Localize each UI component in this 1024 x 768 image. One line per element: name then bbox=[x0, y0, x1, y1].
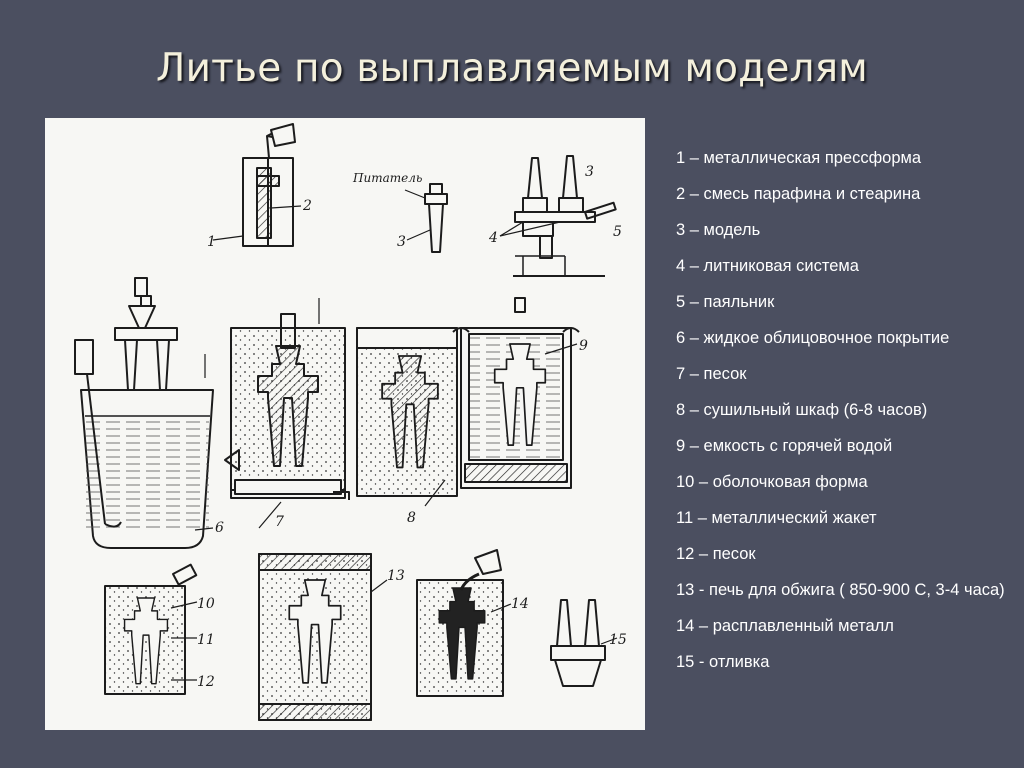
legend-item: 12 – песок bbox=[676, 545, 756, 563]
legend-item: 2 – смесь парафина и стеарина bbox=[676, 185, 921, 203]
callout-9: 9 bbox=[579, 338, 588, 354]
press-form-stage bbox=[212, 123, 302, 247]
callout-10: 10 bbox=[197, 596, 215, 612]
drying-cabinet-stage bbox=[356, 327, 458, 507]
legend-item: 1 – металлическая прессформа bbox=[676, 149, 922, 167]
callout-11: 11 bbox=[197, 632, 215, 648]
callout-7: 7 bbox=[275, 514, 284, 530]
sanding-stage bbox=[224, 298, 350, 529]
callout-1: 1 bbox=[207, 234, 216, 250]
legend-item: 10 – оболочковая форма bbox=[676, 473, 868, 491]
legend-item: 3 – модель bbox=[676, 221, 761, 239]
callout-8: 8 bbox=[407, 510, 416, 526]
legend-item: 6 – жидкое облицовочное покрытие bbox=[676, 329, 950, 347]
investment-casting-diagram: 1 2 3 Питатель 3 4 5 6 7 8 9 10 11 12 13… bbox=[45, 118, 645, 730]
legend-item: 8 – сушильный шкаф (6-8 часов) bbox=[676, 401, 928, 419]
legend-list: 1 – металлическая прессформа 2 – смесь п… bbox=[676, 147, 1006, 687]
callout-14: 14 bbox=[511, 596, 529, 612]
callout-5: 5 bbox=[613, 224, 622, 240]
firing-furnace-stage bbox=[258, 553, 388, 721]
slide-title: Литье по выплавляемым моделям bbox=[156, 46, 868, 91]
legend-item: 14 – расплавленный металл bbox=[676, 617, 894, 635]
diagram-svg: 1 2 3 Питатель 3 4 5 6 7 8 9 10 11 12 13… bbox=[74, 123, 627, 721]
callout-13: 13 bbox=[387, 568, 405, 584]
callout-3-model: 3 bbox=[397, 234, 406, 250]
finished-casting-stage bbox=[550, 599, 618, 687]
legend-item: 7 – песок bbox=[676, 365, 747, 383]
legend-item: 13 - печь для обжига ( 850-900 С, 3-4 ча… bbox=[676, 581, 1005, 599]
assembly-with-soldering-iron bbox=[499, 155, 617, 277]
legend-item: 4 – литниковая система bbox=[676, 257, 859, 275]
legend-item: 11 – металлический жакет bbox=[676, 509, 877, 527]
legend-item: 9 – емкость с горячей водой bbox=[676, 437, 893, 455]
callout-12: 12 bbox=[197, 674, 215, 690]
hot-water-stage bbox=[452, 297, 580, 489]
wax-model-with-feeder bbox=[404, 183, 448, 253]
callout-4: 4 bbox=[488, 230, 498, 246]
legend-item: 15 - отливка bbox=[676, 653, 770, 671]
callout-feeder: Питатель bbox=[352, 171, 422, 185]
callout-15: 15 bbox=[609, 632, 627, 648]
callout-6: 6 bbox=[215, 520, 224, 536]
callout-3-assembly: 3 bbox=[585, 164, 594, 180]
dipping-stage bbox=[74, 277, 214, 549]
shell-in-jacket-stage bbox=[104, 563, 198, 695]
pouring-stage bbox=[416, 549, 512, 697]
callout-2: 2 bbox=[302, 198, 312, 214]
legend-item: 5 – паяльник bbox=[676, 293, 775, 311]
